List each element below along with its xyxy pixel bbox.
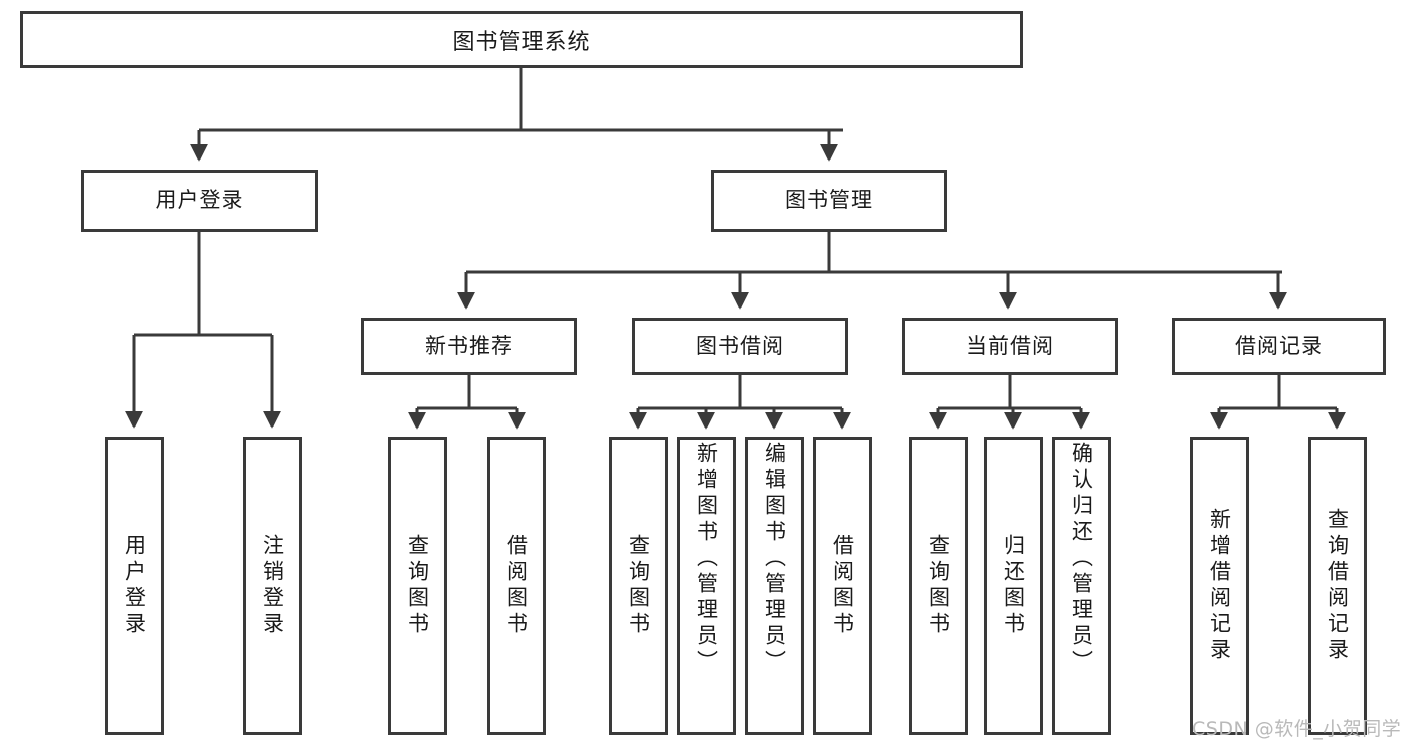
node-level2-1[interactable]: 用户登录: [81, 170, 318, 232]
node-leaf-7[interactable]: 编辑图书（管理员）: [745, 437, 804, 735]
node-leaf-9-label: 查询图书: [926, 534, 951, 638]
node-leaf-11-label: 确认归还（管理员）: [1069, 442, 1094, 676]
node-leaf-11[interactable]: 确认归还（管理员）: [1052, 437, 1111, 735]
node-leaf-13-label: 查询借阅记录: [1325, 508, 1350, 664]
node-leaf-9-body: 查询图书: [912, 440, 965, 732]
node-leaf-13[interactable]: 查询借阅记录: [1308, 437, 1367, 735]
node-leaf-8-label: 借阅图书: [830, 534, 855, 638]
node-level2-1-label: 用户登录: [155, 188, 244, 213]
node-level3-2[interactable]: 图书借阅: [632, 318, 848, 375]
node-leaf-1[interactable]: 用户登录: [105, 437, 164, 735]
node-leaf-5-label: 查询图书: [626, 534, 651, 638]
node-leaf-6-body: 新增图书（管理员）: [680, 440, 733, 734]
node-leaf-10[interactable]: 归还图书: [984, 437, 1043, 735]
node-leaf-7-body: 编辑图书（管理员）: [748, 440, 801, 734]
node-leaf-2[interactable]: 注销登录: [243, 437, 302, 735]
node-level3-3[interactable]: 当前借阅: [902, 318, 1118, 375]
node-level3-2-label: 图书借阅: [696, 333, 784, 358]
node-leaf-11-body: 确认归还（管理员）: [1055, 440, 1108, 734]
node-leaf-6[interactable]: 新增图书（管理员）: [677, 437, 736, 735]
node-level2-2[interactable]: 图书管理: [711, 170, 947, 232]
node-leaf-12-label: 新增借阅记录: [1207, 508, 1232, 664]
node-level3-1-label: 新书推荐: [425, 333, 513, 358]
node-leaf-3-body: 查询图书: [391, 440, 444, 732]
node-leaf-4[interactable]: 借阅图书: [487, 437, 546, 735]
node-root[interactable]: 图书管理系统: [20, 11, 1023, 68]
node-level3-4-label: 借阅记录: [1235, 333, 1323, 358]
node-leaf-1-body: 用户登录: [108, 440, 161, 732]
node-leaf-5-body: 查询图书: [612, 440, 665, 732]
node-level3-4[interactable]: 借阅记录: [1172, 318, 1386, 375]
node-leaf-8-body: 借阅图书: [816, 440, 869, 732]
node-leaf-12-body: 新增借阅记录: [1193, 440, 1246, 732]
node-leaf-2-label: 注销登录: [260, 534, 285, 638]
node-leaf-1-label: 用户登录: [122, 534, 147, 638]
node-root-label: 图书管理系统: [452, 29, 591, 55]
csdn-watermark: CSDN @软件_小贺同学: [1192, 718, 1402, 740]
node-leaf-8[interactable]: 借阅图书: [813, 437, 872, 735]
node-leaf-10-label: 归还图书: [1001, 534, 1026, 638]
node-level3-3-label: 当前借阅: [966, 333, 1054, 358]
node-level2-2-label: 图书管理: [785, 188, 873, 213]
node-leaf-13-body: 查询借阅记录: [1311, 440, 1364, 732]
node-leaf-4-body: 借阅图书: [490, 440, 543, 732]
node-leaf-5[interactable]: 查询图书: [609, 437, 668, 735]
node-leaf-9[interactable]: 查询图书: [909, 437, 968, 735]
node-leaf-3-label: 查询图书: [405, 534, 430, 638]
node-leaf-10-body: 归还图书: [987, 440, 1040, 732]
node-leaf-6-label: 新增图书（管理员）: [694, 442, 719, 676]
node-leaf-3[interactable]: 查询图书: [388, 437, 447, 735]
node-leaf-2-body: 注销登录: [246, 440, 299, 732]
node-leaf-12[interactable]: 新增借阅记录: [1190, 437, 1249, 735]
node-leaf-7-label: 编辑图书（管理员）: [762, 442, 787, 676]
node-level3-1[interactable]: 新书推荐: [361, 318, 577, 375]
node-leaf-4-label: 借阅图书: [504, 534, 529, 638]
